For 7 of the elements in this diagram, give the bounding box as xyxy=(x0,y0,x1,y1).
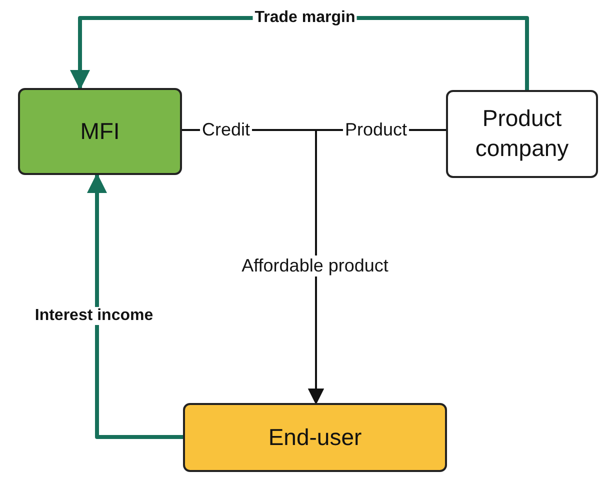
edge-label: Trade margin xyxy=(252,9,358,27)
process-box: End-user xyxy=(183,403,447,472)
process-box: Product company xyxy=(446,90,598,178)
flow-label: Affordable product xyxy=(240,256,390,276)
edge-label: Interest income xyxy=(32,307,156,325)
connector-arrow xyxy=(87,173,183,439)
process-box: MFI xyxy=(18,88,182,175)
